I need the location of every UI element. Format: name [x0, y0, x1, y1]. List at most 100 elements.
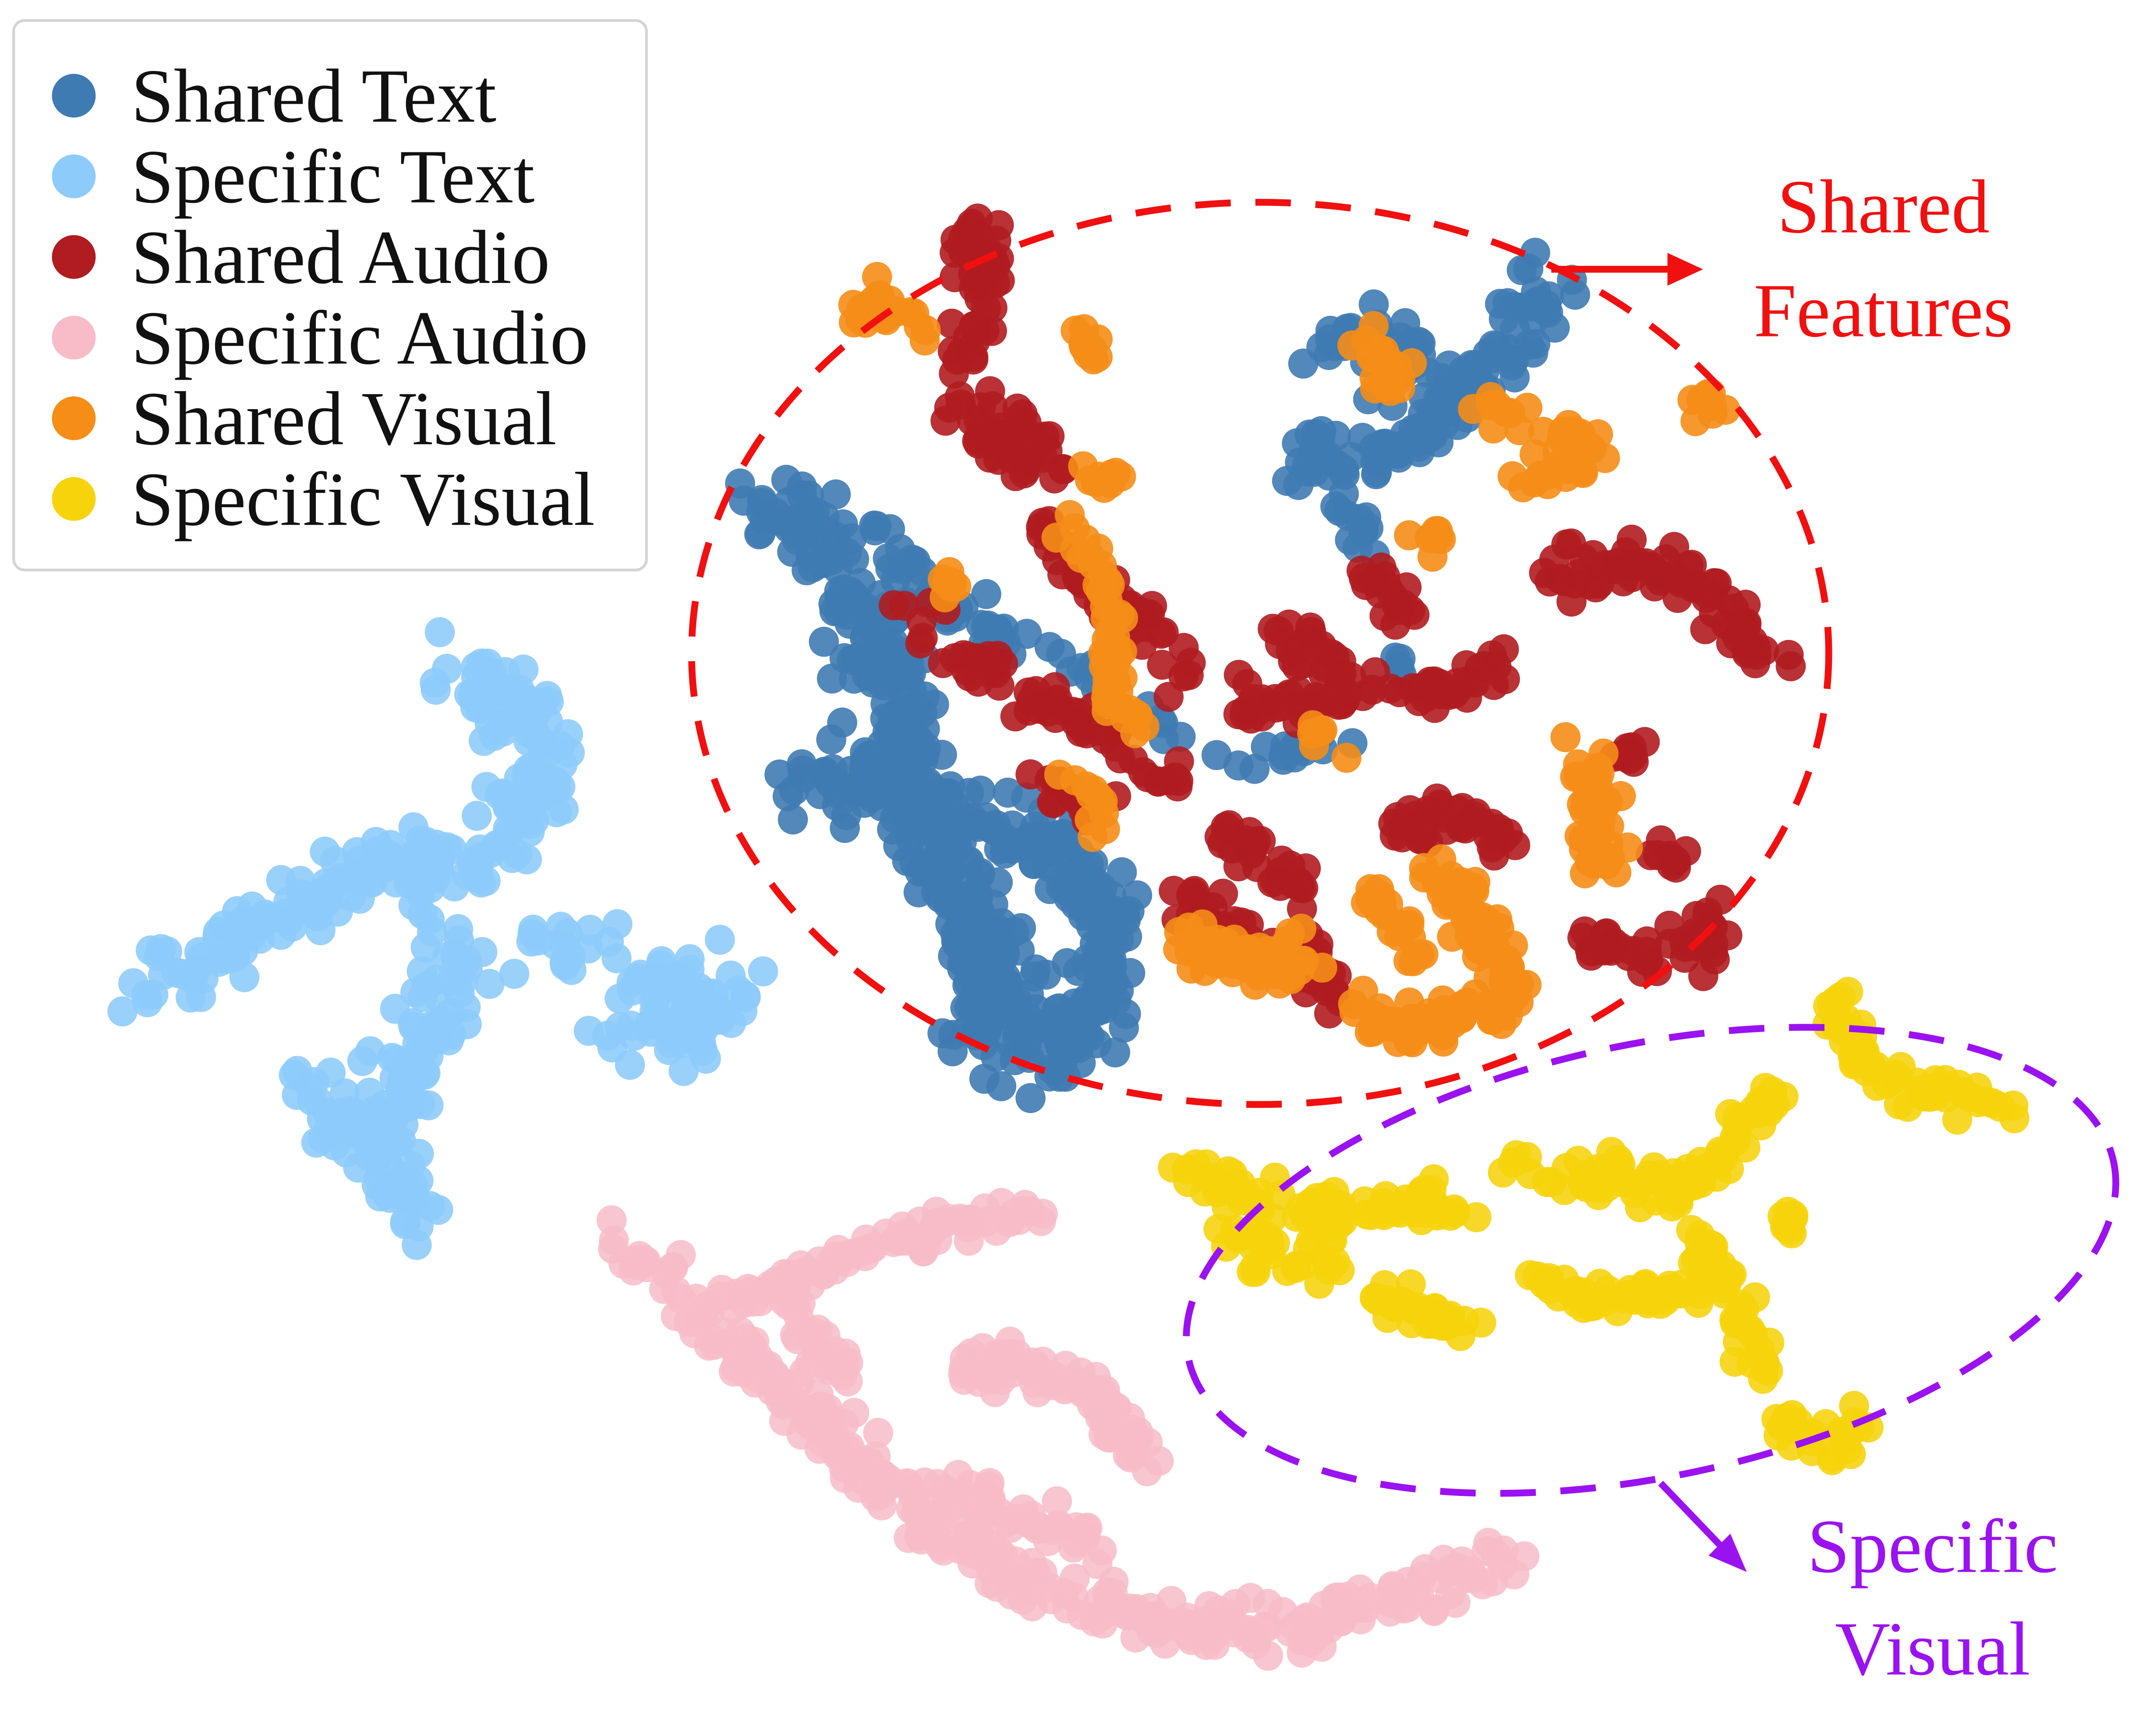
- scatter-point: [1090, 919, 1121, 949]
- scatter-point: [656, 1020, 686, 1051]
- scatter-point: [1121, 1594, 1152, 1624]
- scatter-point: [1548, 416, 1578, 447]
- scatter-point: [864, 280, 895, 311]
- scatter-point: [1201, 740, 1232, 771]
- scatter-point: [1172, 1602, 1202, 1633]
- scatter-point: [1282, 428, 1312, 459]
- scatter-point: [266, 865, 297, 895]
- scatter-point: [909, 681, 940, 712]
- scatter-point: [1550, 722, 1581, 753]
- scatter-point: [1041, 522, 1072, 553]
- scatter-point: [1358, 289, 1389, 320]
- scatter-point: [668, 1056, 699, 1086]
- scatter-point: [1452, 994, 1482, 1024]
- scatter-point: [1655, 929, 1685, 959]
- scatter-point: [1518, 305, 1549, 336]
- scatter-point: [1619, 746, 1649, 777]
- scatter-point: [863, 1418, 894, 1448]
- shared-features-arrow: [1551, 253, 1703, 286]
- scatter-point: [631, 1246, 661, 1276]
- scatter-point: [1481, 651, 1512, 682]
- legend-label: Shared Audio: [131, 215, 550, 300]
- scatter-point: [1680, 406, 1711, 436]
- scatter-point: [1645, 566, 1676, 596]
- legend-marker: [52, 315, 96, 360]
- scatter-point: [730, 981, 761, 1011]
- scatter-point: [1534, 1263, 1564, 1293]
- scatter-point: [1033, 697, 1063, 727]
- scatter-point: [956, 1338, 986, 1368]
- scatter-point: [1370, 371, 1400, 402]
- scatter-point: [1661, 1278, 1691, 1308]
- scatter-point: [1079, 1606, 1110, 1637]
- scatter-point: [1499, 1559, 1530, 1590]
- scatter-point: [1449, 1305, 1479, 1336]
- scatter-point: [662, 962, 693, 993]
- scatter-point: [748, 956, 778, 986]
- scatter-point: [443, 914, 474, 944]
- scatter-point: [1266, 845, 1297, 876]
- scatter-point: [873, 543, 903, 574]
- scatter-point: [706, 997, 736, 1027]
- scatter-point: [1620, 1280, 1651, 1311]
- scatter-point: [1476, 390, 1506, 421]
- scatter-point: [1306, 416, 1336, 446]
- scatter-point: [1032, 435, 1063, 466]
- scatter-point: [975, 376, 1005, 407]
- scatter-point: [1499, 362, 1530, 392]
- scatter-point: [1562, 1288, 1592, 1319]
- scatter-point: [1329, 686, 1360, 716]
- scatter-point: [733, 1273, 763, 1304]
- scatter-point: [312, 1097, 343, 1128]
- scatter-point: [1320, 1247, 1351, 1277]
- scatter-point: [955, 930, 986, 961]
- scatter-point: [541, 767, 571, 797]
- scatter-point: [1280, 1612, 1310, 1642]
- scatter-point: [963, 666, 993, 697]
- scatter-point: [1397, 1308, 1427, 1338]
- scatter-point: [1235, 1216, 1266, 1247]
- scatter-point: [1442, 795, 1473, 825]
- scatter-point: [1128, 757, 1158, 787]
- scatter-point: [425, 1006, 456, 1036]
- scatter-point: [1213, 943, 1244, 973]
- scatter-point: [1245, 826, 1276, 856]
- scatter-point: [1175, 647, 1206, 678]
- scatter-point: [1955, 1082, 1986, 1113]
- scatter-point: [878, 627, 909, 658]
- scatter-point: [1416, 669, 1446, 700]
- scatter-point: [1378, 1588, 1408, 1619]
- scatter-point: [1603, 1145, 1633, 1175]
- scatter-point: [1688, 1252, 1718, 1282]
- scatter-point: [1297, 624, 1328, 654]
- scatter-point: [1605, 781, 1636, 811]
- scatter-point: [661, 1301, 691, 1331]
- scatter-point: [807, 1259, 838, 1290]
- scatter-point: [372, 1138, 402, 1168]
- scatter-point: [1477, 832, 1507, 863]
- scatter-point: [1906, 1075, 1936, 1105]
- scatter-point: [1020, 811, 1050, 841]
- scatter-point: [809, 626, 839, 657]
- scatter-point: [596, 1205, 627, 1235]
- scatter-point: [1428, 1026, 1459, 1057]
- scatter-point: [1506, 255, 1537, 285]
- scatter-point: [634, 965, 665, 995]
- scatter-point: [944, 381, 975, 412]
- scatter-point: [1616, 524, 1647, 555]
- scatter-point: [1090, 814, 1120, 845]
- scatter-point: [1512, 1142, 1542, 1172]
- scatter-point: [731, 1323, 761, 1354]
- scatter-point: [837, 644, 867, 675]
- scatter-point: [1308, 440, 1338, 470]
- scatter-point: [1741, 633, 1771, 664]
- scatter-point: [1147, 650, 1177, 680]
- scatter-point: [1778, 1200, 1809, 1230]
- scatter-point: [820, 479, 851, 510]
- scatter-point: [1722, 1111, 1753, 1142]
- scatter-point: [1568, 458, 1598, 488]
- legend-frame: [12, 19, 648, 572]
